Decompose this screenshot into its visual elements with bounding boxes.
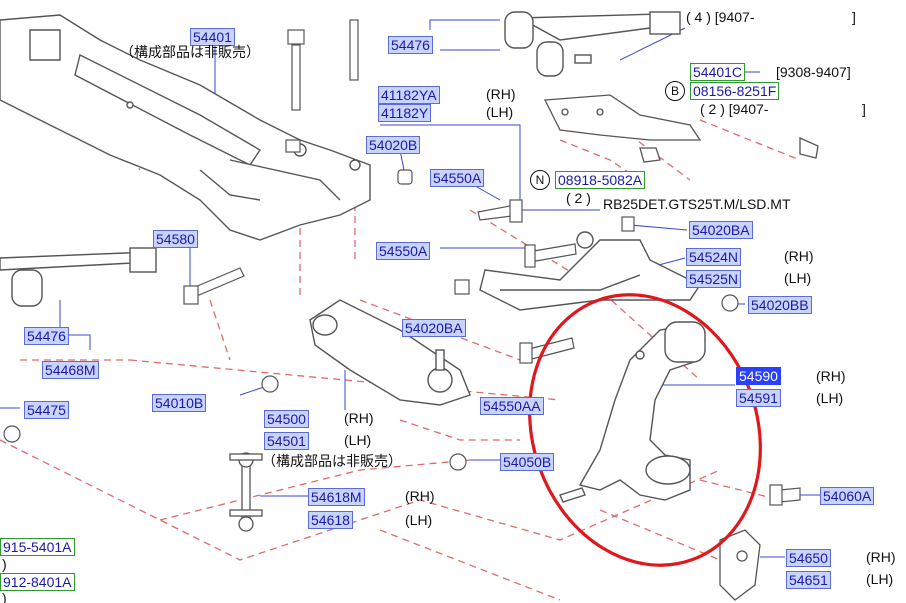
part-54580[interactable]: 54580: [153, 230, 198, 248]
side-lh-6: (LH): [866, 571, 894, 587]
compression-arm: [309, 299, 471, 406]
note-crossmember: （構成部品は非販売）: [120, 44, 260, 60]
engine-note: RB25DET.GTS25T.M/LSD.MT: [603, 196, 791, 212]
bracket-plate: [543, 94, 819, 163]
side-rh-2: (RH): [784, 248, 814, 264]
quantity-4-date: ( 4 ) [9407-: [686, 9, 755, 25]
part-54050b[interactable]: 54050B: [500, 453, 555, 471]
tension-rod: [504, 11, 681, 77]
upper-link-arm: [479, 231, 702, 311]
side-lh-4: (LH): [344, 432, 372, 448]
side-lh-1: (LH): [486, 104, 514, 120]
part-54401c[interactable]: 54401C: [690, 63, 746, 81]
side-rh-6: (RH): [866, 549, 896, 565]
side-rh-5: (RH): [405, 488, 435, 504]
side-lh-3: (LH): [816, 390, 844, 406]
side-lh-5: (LH): [405, 512, 433, 528]
crossmember-studs: [285, 19, 359, 153]
bolts: [3, 169, 801, 506]
part-915-5401a[interactable]: 915-5401A: [0, 538, 75, 556]
part-54476-left[interactable]: 54476: [24, 327, 69, 345]
note-stabilizer-link: （構成部品は非販売）: [262, 453, 402, 469]
front-crossmember: [0, 14, 371, 241]
part-54060a[interactable]: 54060A: [820, 487, 875, 505]
part-08156-8251f[interactable]: 08156-8251F: [690, 82, 780, 100]
part-54020bb[interactable]: 54020BB: [748, 296, 812, 314]
part-54525n[interactable]: 54525N: [686, 270, 742, 288]
side-lh-2: (LH): [784, 270, 812, 286]
quantity-2-date: ( 2 ) [9407-: [700, 101, 769, 117]
part-54591[interactable]: 54591: [736, 389, 781, 407]
side-rh-1: (RH): [486, 86, 516, 102]
part-54618m[interactable]: 54618M: [308, 488, 365, 506]
side-rh-3: (RH): [816, 368, 846, 384]
part-41182ya[interactable]: 41182YA: [378, 86, 440, 104]
part-54020ba-1[interactable]: 54020BA: [689, 221, 753, 239]
part-54010b[interactable]: 54010B: [152, 394, 207, 412]
part-54475[interactable]: 54475: [24, 401, 69, 419]
part-54476-top[interactable]: 54476: [388, 36, 433, 54]
paren-b: ): [2, 590, 7, 603]
part-54550a-1[interactable]: 54550A: [430, 169, 485, 187]
lower-control-arm: [559, 321, 706, 503]
stabilizer-link: [229, 452, 263, 532]
quantity-2-n: ( 2 ): [566, 190, 591, 206]
marker-b: B: [665, 81, 685, 101]
part-54468m[interactable]: 54468M: [42, 361, 99, 379]
part-54020b[interactable]: 54020B: [366, 136, 421, 154]
part-54618[interactable]: 54618: [308, 511, 353, 529]
part-54550a-2[interactable]: 54550A: [376, 242, 431, 260]
part-54651[interactable]: 54651: [786, 571, 831, 589]
date-bracket-close-2: ]: [862, 101, 866, 117]
part-54550aa[interactable]: 54550AA: [480, 397, 544, 415]
date-9308-9407: [9308-9407]: [776, 64, 851, 80]
part-54501[interactable]: 54501: [264, 432, 309, 450]
part-41182y[interactable]: 41182Y: [378, 104, 432, 122]
part-08918-5082a[interactable]: 08918-5082A: [555, 171, 646, 189]
part-54500[interactable]: 54500: [264, 410, 309, 428]
part-54524n[interactable]: 54524N: [686, 248, 742, 266]
side-rh-4: (RH): [344, 410, 374, 426]
part-54401[interactable]: 54401: [190, 28, 235, 46]
marker-n: N: [530, 170, 550, 190]
left-tension-rod: [0, 247, 157, 307]
lower-bracket: [719, 529, 761, 601]
paren-a: ): [2, 556, 7, 572]
part-912-8401a[interactable]: 912-8401A: [0, 573, 75, 591]
part-54020ba-2[interactable]: 54020BA: [402, 319, 466, 337]
part-54650[interactable]: 54650: [786, 549, 831, 567]
part-54590[interactable]: 54590: [736, 367, 781, 385]
date-bracket-close-1: ]: [852, 9, 856, 25]
